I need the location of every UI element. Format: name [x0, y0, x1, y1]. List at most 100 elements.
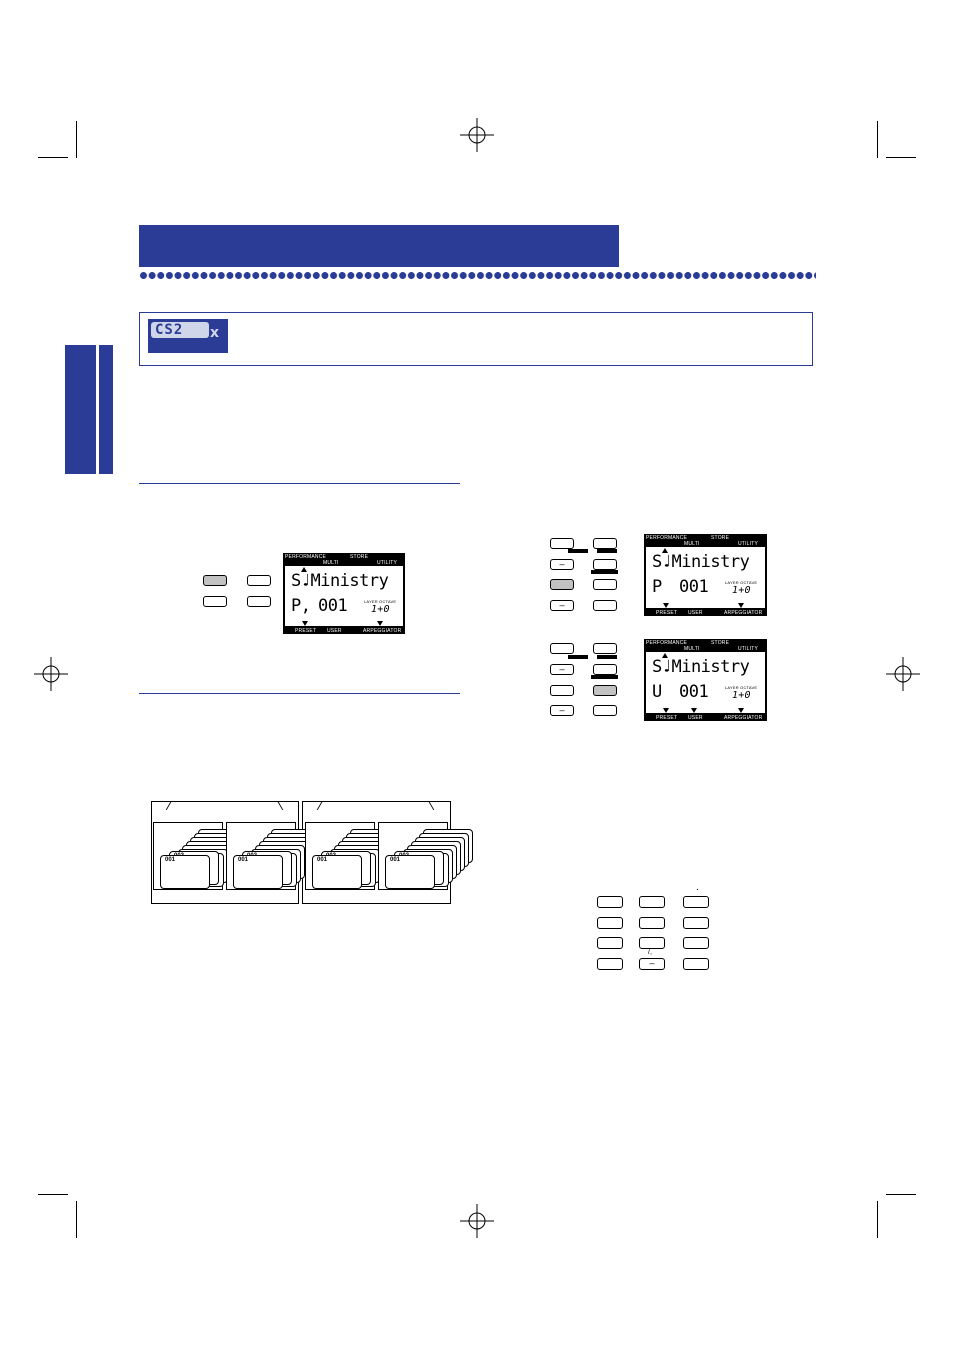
cs2x-notice-box: CS2 x	[139, 312, 813, 366]
keypad-button[interactable]	[683, 958, 709, 970]
lcd-octave: 1+0	[371, 604, 390, 615]
memory-bank: 002 001	[226, 822, 321, 890]
lcd-layer-octave: LAYER OCTAVE	[725, 685, 758, 690]
lcd-number: 001	[679, 577, 709, 597]
keypad-button[interactable]	[597, 917, 623, 929]
down-arrow-icon	[738, 603, 744, 608]
lcd-label-performance: PERFORMANCE	[285, 554, 327, 560]
panel-button-preset[interactable]	[550, 579, 574, 590]
keypad-button[interactable]	[597, 896, 623, 908]
keypad-button[interactable]	[639, 937, 665, 949]
panel-button-minus[interactable]: –	[550, 705, 574, 716]
lcd-label-preset: PRESET	[656, 715, 678, 721]
lcd-line1: S♩Ministry	[652, 552, 750, 572]
card-number: 001	[165, 857, 176, 863]
indicator-bar	[591, 675, 618, 679]
panel-button[interactable]	[593, 643, 617, 654]
panel-button[interactable]	[247, 575, 271, 586]
side-tab	[65, 345, 96, 474]
panel-button[interactable]	[593, 705, 617, 716]
panel-button[interactable]	[550, 685, 574, 696]
down-arrow-icon	[663, 603, 669, 608]
lcd-screen: S♩Ministry P 001 LAYER OCTAVE 1+0	[646, 547, 765, 608]
lcd-label-store: STORE	[711, 535, 730, 541]
lcd-label-performance: PERFORMANCE	[646, 535, 688, 541]
panel-button-minus[interactable]: –	[550, 600, 574, 611]
keypad-button[interactable]	[683, 896, 709, 908]
diagram-tab-line	[165, 802, 172, 810]
lcd-label-multi: MULTI	[684, 646, 700, 652]
lcd-label-utility: UTILITY	[738, 541, 759, 547]
panel-button-preset[interactable]	[203, 575, 227, 586]
lcd-layer-octave: LAYER OCTAVE	[364, 599, 397, 604]
dotted-divider	[140, 272, 816, 282]
panel-button[interactable]	[203, 596, 227, 607]
registration-mark-top	[460, 118, 494, 152]
down-arrow-icon	[302, 621, 308, 626]
lcd-label-preset: PRESET	[656, 610, 678, 616]
indicator-bar	[568, 549, 588, 553]
panel-button-minus[interactable]: –	[550, 664, 574, 675]
down-arrow-icon	[691, 708, 697, 713]
lcd-label-user: USER	[327, 628, 342, 634]
crop-mark	[877, 121, 878, 158]
panel-button[interactable]	[247, 596, 271, 607]
memory-bank: 002 001	[305, 822, 400, 890]
keypad-button[interactable]	[597, 958, 623, 970]
lcd-octave: 1+0	[732, 585, 751, 596]
keypad-button[interactable]	[683, 917, 709, 929]
diagram-tab-line	[316, 802, 323, 810]
panel-button-user[interactable]	[593, 685, 617, 696]
indicator-bar	[568, 655, 588, 659]
keypad-minus-button[interactable]: –	[639, 958, 665, 970]
lcd-number: 001	[318, 596, 348, 616]
lcd-screen: S♩Ministry U 001 LAYER OCTAVE 1+0	[646, 652, 765, 713]
up-arrow-icon	[662, 548, 668, 553]
up-arrow-icon	[662, 653, 668, 658]
card-number: 001	[238, 857, 249, 863]
crop-mark	[38, 1194, 68, 1195]
keypad-button[interactable]	[639, 896, 665, 908]
panel-button[interactable]	[593, 579, 617, 590]
lcd-label-arpeggiator: ARPEGGIATOR	[363, 628, 402, 634]
panel-button[interactable]	[593, 600, 617, 611]
lcd-layer-octave: LAYER OCTAVE	[725, 580, 758, 585]
lcd-label-performance: PERFORMANCE	[646, 640, 688, 646]
lcd-bank: U	[652, 682, 662, 702]
button-label: –	[559, 600, 565, 610]
memory-bank: 002 001	[378, 822, 473, 890]
crop-mark	[886, 157, 916, 158]
stack-card: 001	[385, 855, 435, 889]
section-rule	[139, 693, 460, 694]
logo-suffix: x	[210, 325, 220, 341]
stack-card: 001	[233, 855, 283, 889]
crop-mark	[38, 157, 68, 158]
card-number: 001	[317, 857, 328, 863]
lcd-line1: S♩Ministry	[291, 571, 389, 591]
keypad-dot-label: .	[696, 882, 699, 893]
button-label: –	[559, 559, 565, 569]
panel-button[interactable]	[550, 538, 574, 549]
panel-button[interactable]	[593, 538, 617, 549]
diagram-tab-line	[277, 802, 284, 810]
keypad-button[interactable]	[639, 917, 665, 929]
lcd-display: PERFORMANCE STORE UTILITY MULTI S♩Minist…	[644, 639, 767, 721]
lcd-label-multi: MULTI	[323, 560, 339, 566]
panel-button[interactable]	[593, 559, 617, 570]
panel-button[interactable]	[550, 643, 574, 654]
indicator-bar	[597, 549, 617, 553]
keypad-slash-label: /,	[648, 949, 652, 956]
keypad-button[interactable]	[597, 937, 623, 949]
panel-button-minus[interactable]: –	[550, 559, 574, 570]
indicator-bar	[597, 655, 617, 659]
stack-card: 001	[312, 855, 362, 889]
registration-mark-left	[34, 657, 68, 691]
lcd-label-user: USER	[688, 610, 703, 616]
keypad-button[interactable]	[683, 937, 709, 949]
memory-bank: 002 001	[153, 822, 248, 890]
lcd-label-arpeggiator: ARPEGGIATOR	[724, 610, 763, 616]
lcd-screen: S♩Ministry P, 001 LAYER OCTAVE 1+0	[285, 566, 403, 626]
crop-mark	[76, 1201, 77, 1238]
cs2x-logo: CS2 x	[148, 319, 228, 353]
panel-button[interactable]	[593, 664, 617, 675]
